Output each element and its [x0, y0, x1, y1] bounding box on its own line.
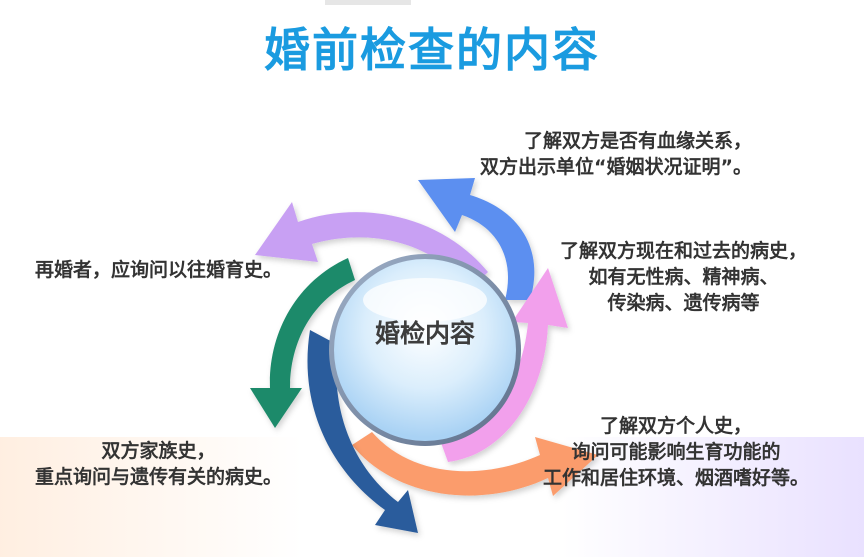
note-medical-history: 了解双方现在和过去的病史， 如有无性病、精神病、 传染病、遗传病等	[560, 238, 807, 316]
note-line: 传染病、遗传病等	[607, 292, 760, 314]
arrow-purple	[255, 202, 488, 290]
note-line: 了解双方是否有血缘关系，	[523, 130, 752, 152]
note-line: 了解双方现在和过去的病史，	[560, 240, 808, 262]
center-sphere-highlight	[363, 278, 487, 322]
note-remarriage: 再婚者，应询问以往婚育史。	[35, 257, 282, 283]
note-line: 再婚者，应询问以往婚育史。	[35, 259, 283, 281]
note-family-history: 双方家族史， 重点询问与遗传有关的病史。	[35, 438, 282, 490]
arrow-green	[250, 258, 355, 428]
top-decoration-bar	[325, 0, 411, 5]
note-line: 工作和居住环境、烟酒嗜好等。	[543, 467, 810, 489]
center-label: 婚检内容	[374, 319, 475, 348]
note-line: 双方家族史，	[101, 440, 216, 462]
arrow-blue	[418, 178, 535, 300]
note-line: 询问可能影响生育功能的	[571, 441, 781, 463]
note-bloodline: 了解双方是否有血缘关系， 双方出示单位“婚姻状况证明”。	[480, 128, 752, 180]
arrow-orange	[352, 432, 598, 496]
note-line: 了解双方个人史，	[600, 415, 753, 437]
note-personal-history: 了解双方个人史， 询问可能影响生育功能的 工作和居住环境、烟酒嗜好等。	[543, 413, 809, 491]
background-glow	[0, 437, 864, 557]
note-line: 重点询问与遗传有关的病史。	[35, 466, 283, 488]
note-line: 双方出示单位“婚姻状况证明”。	[480, 156, 752, 178]
note-line: 如有无性病、精神病、	[588, 266, 779, 288]
page-title: 婚前检查的内容	[264, 23, 600, 77]
arrow-pink	[440, 268, 568, 462]
